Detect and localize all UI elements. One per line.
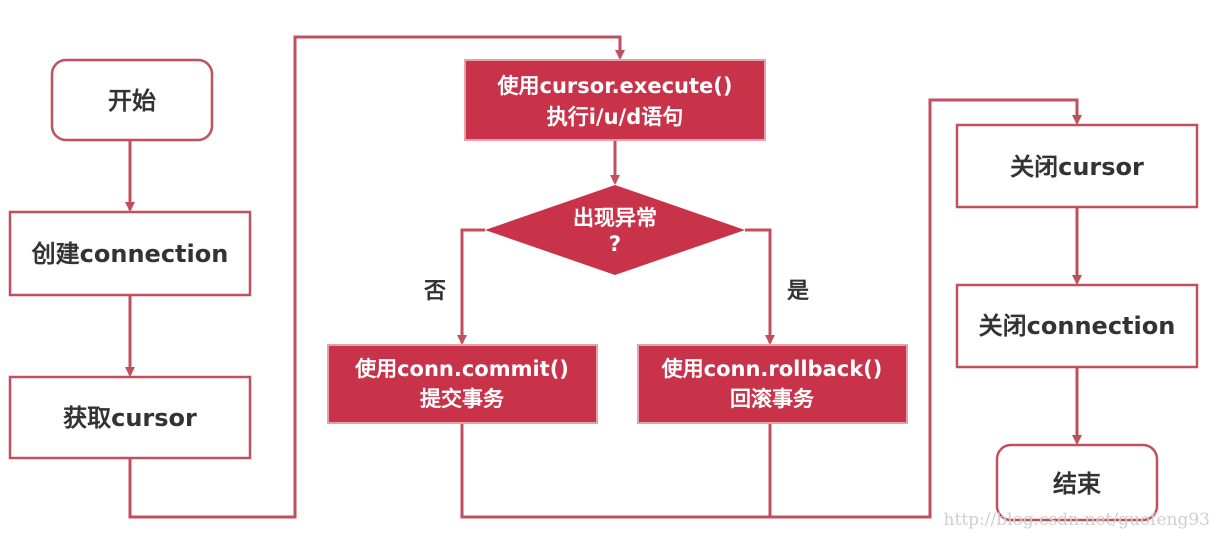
close-cursor-label: 关闭cursor [1010, 153, 1144, 181]
yes-label: 是 [787, 279, 809, 304]
node-close-cursor: 关闭cursor [955, 123, 1199, 209]
node-rollback: 使用conn.rollback() 回滚事务 [637, 344, 908, 424]
close-connection-label: 关闭connection [979, 312, 1176, 340]
no-label: 否 [423, 279, 446, 304]
edge-no-commit [457, 228, 485, 345]
edge-yes-rollback [745, 228, 775, 345]
create-connection-label: 创建connection [31, 240, 229, 268]
exception-label-2: ? [609, 232, 621, 256]
node-end: 结束 [995, 443, 1159, 522]
commit-label-2: 提交事务 [420, 387, 505, 411]
get-cursor-label: 获取cursor [63, 404, 197, 432]
node-start: 开始 [50, 58, 214, 142]
node-execute: 使用cursor.execute() 执行i/u/d语句 [464, 59, 766, 141]
rollback-label-2: 回滚事务 [730, 387, 815, 411]
watermark: http://blog.csdn.net/guofeng93 [944, 510, 1210, 530]
commit-label-1: 使用conn.commit() [354, 357, 569, 381]
execute-label-2: 执行i/u/d语句 [547, 105, 684, 129]
node-commit: 使用conn.commit() 提交事务 [327, 344, 598, 424]
edge-cursor-execute [128, 35, 625, 519]
exception-label-1: 出现异常 [573, 206, 657, 230]
node-close-connection: 关闭connection [955, 283, 1199, 369]
node-create-connection: 创建connection [8, 210, 252, 297]
end-label: 结束 [1053, 470, 1102, 498]
node-exception-decision: 出现异常 ? [485, 185, 745, 275]
start-label: 开始 [108, 87, 156, 115]
edge-commit-merge [460, 423, 930, 519]
rollback-label-1: 使用conn.rollback() [661, 357, 883, 381]
edge-rollback-close [768, 98, 1082, 519]
execute-label-1: 使用cursor.execute() [497, 74, 733, 98]
node-get-cursor: 获取cursor [8, 375, 252, 460]
